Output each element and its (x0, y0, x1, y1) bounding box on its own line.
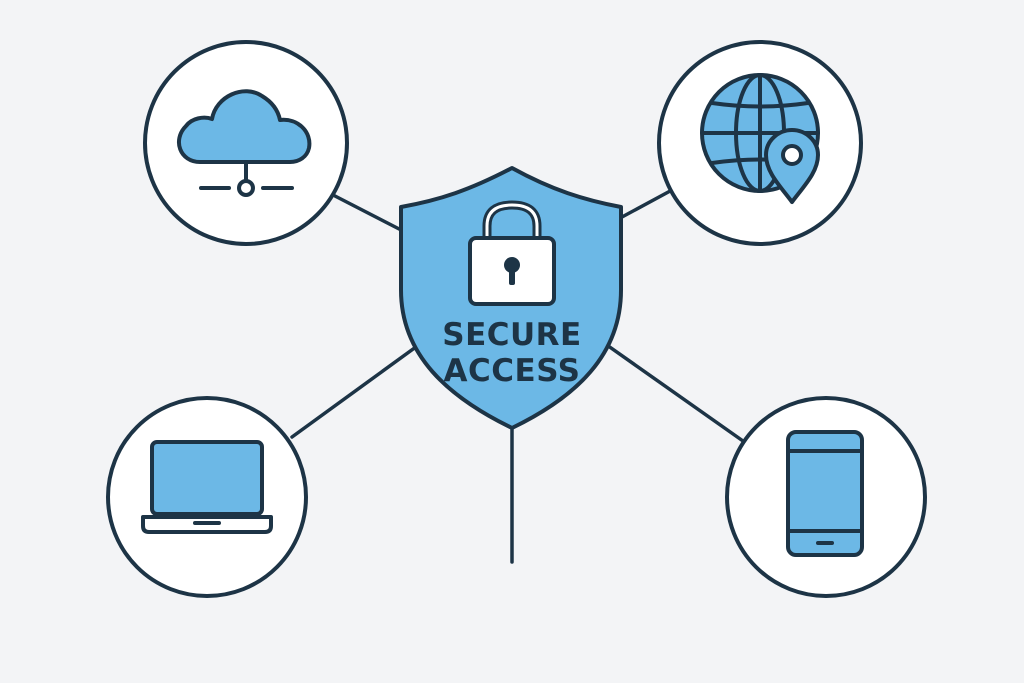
connector-cloud (333, 194, 407, 234)
node-phone (725, 396, 927, 598)
connectors (290, 188, 745, 564)
node-cloud (143, 40, 349, 246)
padlock-icon (468, 200, 556, 306)
connector-laptop (290, 342, 422, 439)
connector-globe (620, 188, 674, 219)
globe-location-pin-icon (700, 73, 820, 204)
shield-title-line2: ACCESS (444, 353, 581, 389)
shield: SECURE ACCESS (399, 166, 623, 430)
node-laptop (106, 396, 308, 598)
laptop-icon (141, 440, 273, 534)
smartphone-icon (786, 430, 864, 557)
shield-title-line1: SECURE (442, 317, 581, 353)
connector-phone (602, 341, 745, 443)
node-globe (657, 40, 863, 246)
cloud-network-icon (177, 89, 312, 197)
